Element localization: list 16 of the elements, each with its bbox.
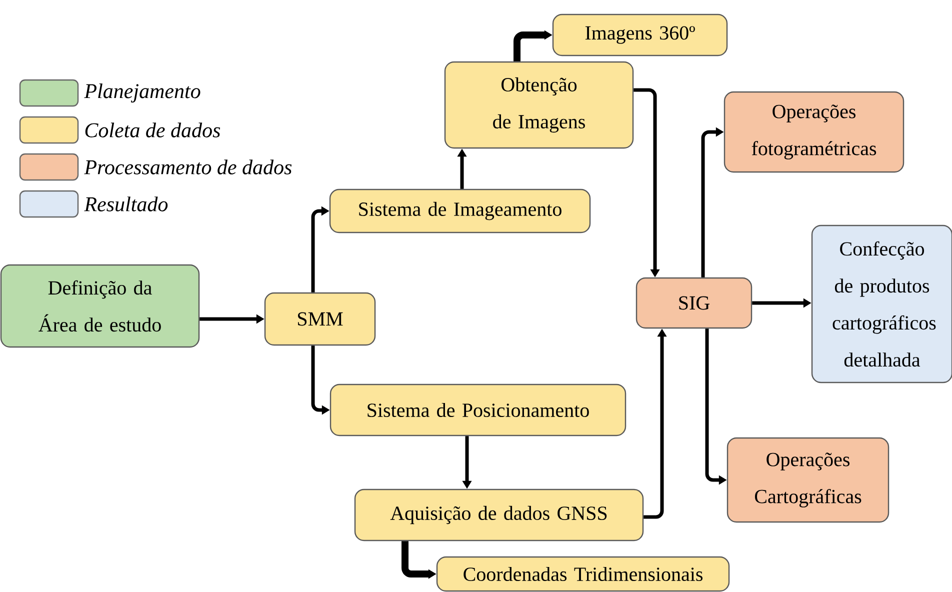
process-box: Imagens 360º — [552, 14, 728, 56]
process-box: Operações Cartográficas — [726, 437, 890, 523]
process-box: Sistema de Posicionamento — [330, 384, 626, 436]
process-box: Obtenção de Imagens — [444, 61, 634, 149]
process-box: SMM — [264, 292, 376, 346]
legend-label: Planejamento — [84, 83, 200, 103]
legend-label: Processamento de dados — [84, 160, 292, 174]
process-box: Operações fotogramétricas — [724, 91, 904, 173]
process-box: Aquisição de dados GNSS — [354, 488, 644, 542]
process-box: Coordenadas Tridimensionais — [436, 556, 730, 592]
legend-label: Coleta de dados — [85, 122, 220, 138]
process-box: Sistema de Imageamento — [329, 188, 591, 234]
process-box: SIG — [636, 277, 752, 329]
process-box: Definição da Área de estudo — [0, 264, 200, 348]
process-box: Confecção de produtos cartográficos detalhada — [811, 224, 952, 384]
legend-label: Resultado — [84, 196, 168, 212]
